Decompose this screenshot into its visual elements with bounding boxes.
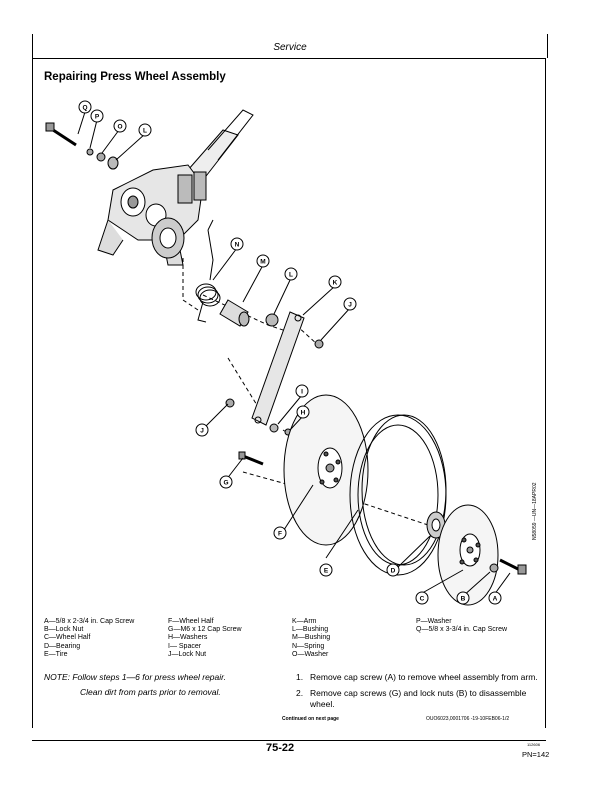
legend-item: M—Bushing <box>292 634 331 642</box>
screw-a <box>499 558 527 575</box>
callout-n: N <box>230 237 244 251</box>
legend-item: C—Wheel Half <box>44 634 91 642</box>
step-number: 2. <box>296 688 304 698</box>
legend-item: G—M6 x 12 Cap Screw <box>168 626 242 634</box>
svg-text:A: A <box>493 596 498 603</box>
svg-text:D: D <box>391 568 396 575</box>
callout-o: O <box>113 119 127 133</box>
callout-b: B <box>456 591 470 605</box>
svg-text:P: P <box>95 114 100 121</box>
svg-text:L: L <box>289 272 293 279</box>
callout-j-left: J <box>195 423 209 437</box>
svg-text:F: F <box>278 531 282 538</box>
exploded-diagram: Q P O L N M L K J J I H G F E D C B A <box>45 100 527 606</box>
figure-id: N58059 —UN—18APR02 <box>532 482 538 540</box>
svg-text:E: E <box>324 568 329 575</box>
svg-text:Q: Q <box>82 105 87 112</box>
callout-i: I <box>295 384 309 398</box>
legend-item: A—5/8 x 2-3/4 in. Cap Screw <box>44 618 135 625</box>
step-list: 1. Remove cap screw (A) to remove wheel … <box>296 672 546 715</box>
step-text: Remove cap screws (G) and lock nuts (B) … <box>310 688 527 709</box>
svg-text:G: G <box>223 480 228 487</box>
page-header: Service <box>32 34 548 58</box>
callout-l: L <box>284 267 298 281</box>
legend-item: I— Spacer <box>168 642 202 650</box>
spacer-i <box>269 423 279 433</box>
step-number: 1. <box>296 672 304 682</box>
legend-item: E—Tire <box>44 650 68 658</box>
arm-k <box>251 311 305 426</box>
header-title: Service <box>273 42 307 53</box>
legend-item: B—Lock Nut <box>44 626 84 634</box>
svg-text:B: B <box>461 596 466 603</box>
callout-m: M <box>256 254 270 268</box>
footer-code: 112606 <box>527 742 541 747</box>
svg-text:L: L <box>143 128 147 135</box>
svg-text:O: O <box>117 124 122 131</box>
legend-item: K—Arm <box>292 618 317 625</box>
legend-item: O—Washer <box>292 650 329 658</box>
svg-text:J: J <box>348 302 352 309</box>
step-item: 1. Remove cap screw (A) to remove wheel … <box>296 672 546 683</box>
legend-col-1: A—5/8 x 2-3/4 in. Cap Screw B—Lock Nut C… <box>44 618 134 659</box>
step-text: Remove cap screw (A) to remove wheel ass… <box>310 672 538 682</box>
section-title: Repairing Press Wheel Assembly <box>44 71 226 83</box>
svg-text:H: H <box>301 410 306 417</box>
callout-g: G <box>219 475 233 489</box>
legend-item: D—Bearing <box>44 642 81 650</box>
washer-p <box>86 148 94 156</box>
footer-rule <box>32 740 546 741</box>
pn-number: PN=142 <box>522 750 550 759</box>
page-number: 75-22 <box>266 742 295 754</box>
callout-l-top: L <box>138 123 152 137</box>
svg-text:I: I <box>301 389 303 396</box>
step-item: 2. Remove cap screws (G) and lock nuts (… <box>296 688 546 710</box>
legend-item: F—Wheel Half <box>168 618 214 625</box>
callout-d: D <box>386 563 400 577</box>
callout-j-right: J <box>343 297 357 311</box>
wheel-half-f <box>283 394 369 546</box>
callout-a: A <box>488 591 502 605</box>
svg-text:M: M <box>260 259 265 266</box>
svg-text:K: K <box>333 280 338 287</box>
note-instruction: Clean dirt from parts prior to removal. <box>80 687 221 697</box>
svg-text:C: C <box>420 596 425 603</box>
frame-bracket <box>97 109 254 266</box>
washer-o <box>96 152 106 162</box>
callout-f: F <box>273 526 287 540</box>
locknut-j-left <box>225 398 235 408</box>
legend-item: H—Washers <box>168 634 208 642</box>
locknut-j-top <box>314 339 324 349</box>
legend-item: L—Bushing <box>292 626 329 634</box>
svg-text:N: N <box>235 242 240 249</box>
legend-item: P—Washer <box>416 618 452 625</box>
tire-e <box>349 414 447 576</box>
callout-k: K <box>328 275 342 289</box>
reference-code: OUO6023,0001706 -19-10FEB06-1/2 <box>426 716 510 722</box>
callout-c: C <box>415 591 429 605</box>
legend-col-4: P—Washer Q—5/8 x 3-3/4 in. Cap Screw <box>416 618 507 634</box>
svg-text:J: J <box>200 428 204 435</box>
bushing-l <box>265 313 279 327</box>
locknut-b <box>489 563 499 573</box>
content-frame <box>32 58 546 728</box>
continued-note: Continued on next page <box>282 716 339 722</box>
bushing-m <box>219 299 250 327</box>
note-text: NOTE: Follow steps 1—6 for press wheel r… <box>44 672 227 682</box>
legend-item: Q—5/8 x 3-3/4 in. Cap Screw <box>416 626 508 634</box>
callout-h: H <box>296 405 310 419</box>
callout-e: E <box>319 563 333 577</box>
screw-q <box>45 122 77 147</box>
legend-item: N—Spring <box>292 642 325 650</box>
legend-col-3: K—Arm L—Bushing M—Bushing N—Spring O—Was… <box>292 618 330 659</box>
spring-n <box>195 229 221 323</box>
bushing-l-top <box>107 156 119 170</box>
wheel-half-c <box>437 504 499 606</box>
callout-p: P <box>90 109 104 123</box>
callout-q: Q <box>78 100 92 114</box>
legend-item: J—Lock Nut <box>168 650 207 658</box>
legend-col-2: F—Wheel Half G—M6 x 12 Cap Screw H—Washe… <box>168 618 242 659</box>
